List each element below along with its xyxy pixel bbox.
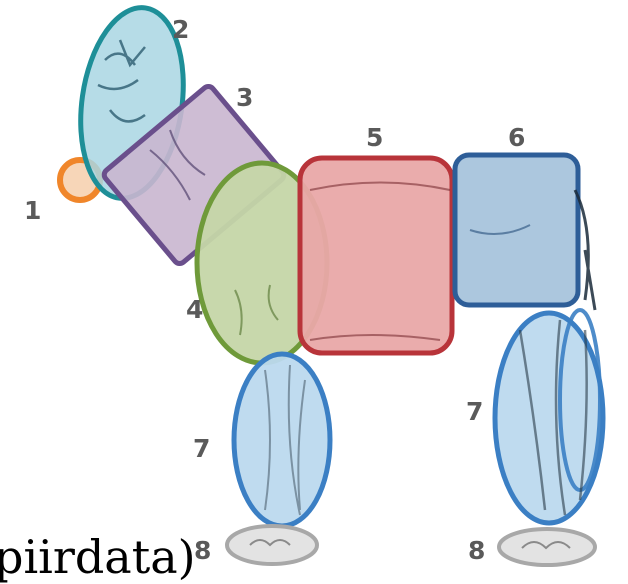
part-foot-back bbox=[499, 529, 595, 565]
label-8-back: 8 bbox=[468, 536, 485, 565]
caption-text: piirdata) bbox=[0, 531, 196, 583]
label-3: 3 bbox=[236, 83, 253, 112]
part-foot-front bbox=[227, 526, 317, 564]
part-body bbox=[300, 158, 452, 353]
part-leg-back bbox=[495, 310, 603, 523]
label-2: 2 bbox=[172, 15, 189, 44]
label-6: 6 bbox=[508, 123, 525, 152]
label-4: 4 bbox=[186, 295, 203, 324]
label-5: 5 bbox=[366, 123, 383, 152]
label-7-back: 7 bbox=[466, 397, 483, 426]
label-8-front: 8 bbox=[194, 536, 211, 565]
label-7-front: 7 bbox=[193, 434, 210, 463]
part-hip bbox=[455, 155, 595, 310]
label-1: 1 bbox=[24, 196, 41, 225]
part-leg-front bbox=[234, 354, 330, 526]
